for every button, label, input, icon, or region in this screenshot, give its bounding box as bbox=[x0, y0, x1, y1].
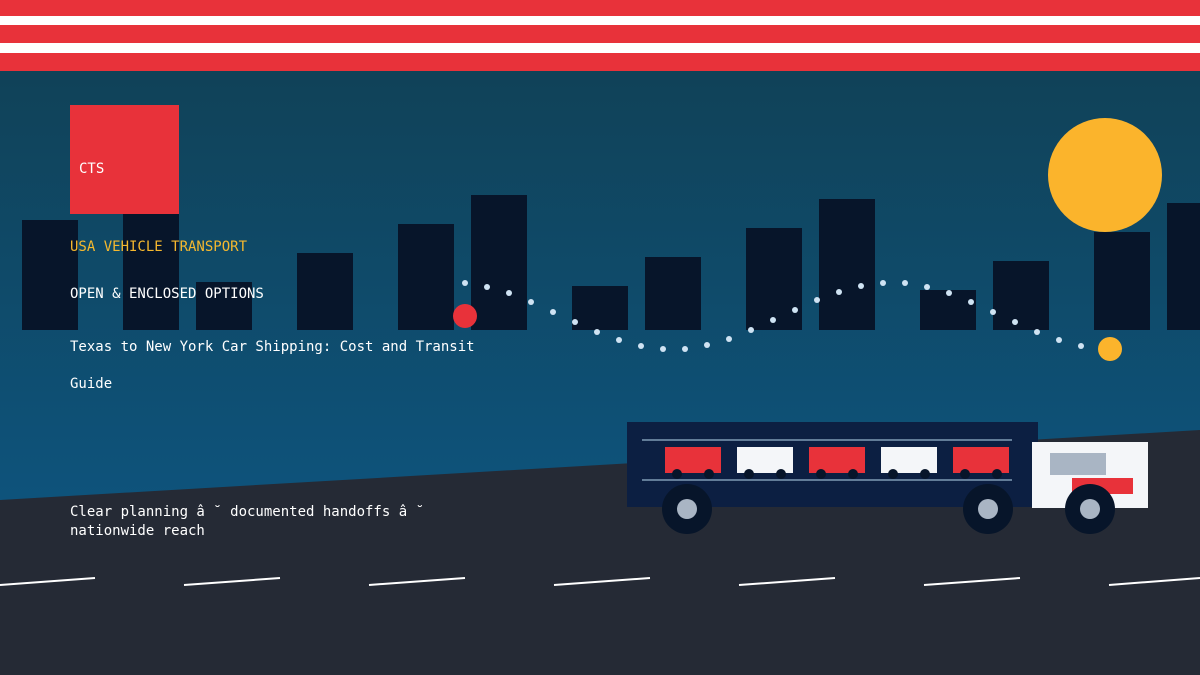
loaded-car bbox=[809, 447, 865, 479]
subtitle-line-1: Clear planning â ˘ documented handoffs â… bbox=[70, 504, 425, 520]
lane-markings bbox=[0, 577, 1200, 586]
loaded-car bbox=[665, 447, 721, 479]
subtitle-line-2: nationwide reach bbox=[70, 523, 205, 539]
sun bbox=[1048, 118, 1162, 232]
car-carrier-truck bbox=[627, 422, 1148, 534]
logo-badge: CTS bbox=[70, 105, 179, 214]
cab-window bbox=[1050, 453, 1106, 475]
loaded-car bbox=[953, 447, 1009, 479]
truck-wheels bbox=[662, 484, 1115, 534]
flag-stripes bbox=[0, 0, 1200, 71]
loaded-car bbox=[737, 447, 793, 479]
logo-text: CTS bbox=[79, 161, 105, 177]
city-skyline bbox=[22, 195, 1200, 330]
tagline: USA VEHICLE TRANSPORT bbox=[70, 239, 248, 255]
page-title-line-1: Texas to New York Car Shipping: Cost and… bbox=[70, 339, 475, 355]
route-end-marker bbox=[1098, 337, 1122, 361]
route-path bbox=[462, 280, 1084, 352]
loaded-car bbox=[881, 447, 937, 479]
page-title-line-2: Guide bbox=[70, 376, 113, 392]
route-start-marker bbox=[453, 304, 477, 328]
service-options: OPEN & ENCLOSED OPTIONS bbox=[70, 286, 264, 302]
